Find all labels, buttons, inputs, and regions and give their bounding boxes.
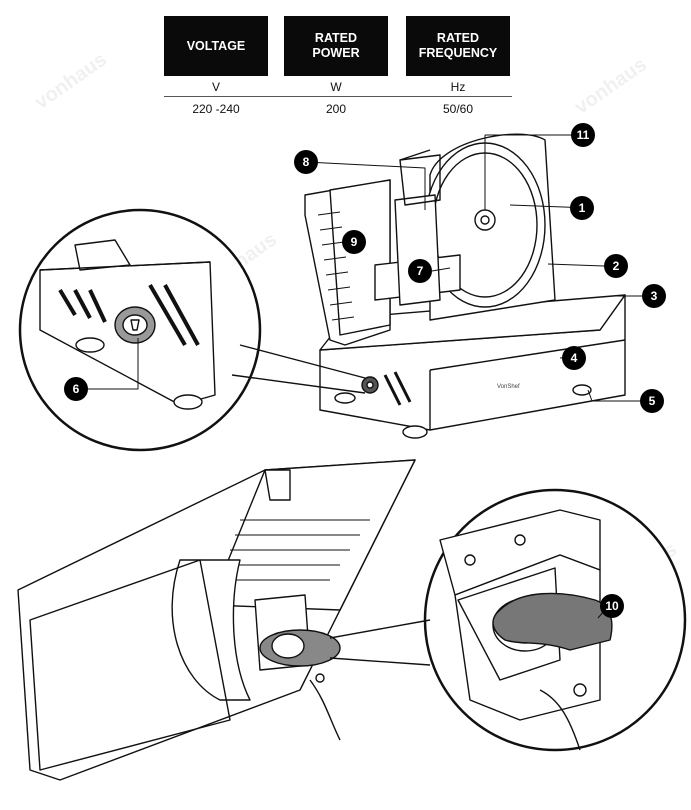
voltage-value: 220 -240 bbox=[192, 102, 240, 116]
callout-1: 1 bbox=[570, 196, 594, 220]
callout-8: 8 bbox=[294, 150, 318, 174]
callout-3: 3 bbox=[642, 284, 666, 308]
callout-10: 10 bbox=[600, 594, 624, 618]
frequency-unit: Hz bbox=[450, 80, 466, 94]
voltage-header: VOLTAGE bbox=[164, 16, 268, 76]
voltage-unit: V bbox=[211, 80, 220, 94]
power-unit: W bbox=[330, 80, 342, 94]
callout-4: 4 bbox=[562, 346, 586, 370]
power-value: 200 bbox=[325, 102, 347, 116]
table-divider bbox=[164, 96, 512, 97]
frequency-header: RATED FREQUENCY bbox=[406, 16, 510, 76]
callout-7: 7 bbox=[408, 259, 432, 283]
brand-label: VonShef bbox=[497, 384, 520, 390]
power-header: RATED POWER bbox=[284, 16, 388, 76]
frequency-value: 50/60 bbox=[442, 102, 474, 116]
callout-11: 11 bbox=[571, 123, 595, 147]
callout-9: 9 bbox=[342, 230, 366, 254]
callout-5: 5 bbox=[640, 389, 664, 413]
callout-6: 6 bbox=[64, 377, 88, 401]
callout-2: 2 bbox=[604, 254, 628, 278]
